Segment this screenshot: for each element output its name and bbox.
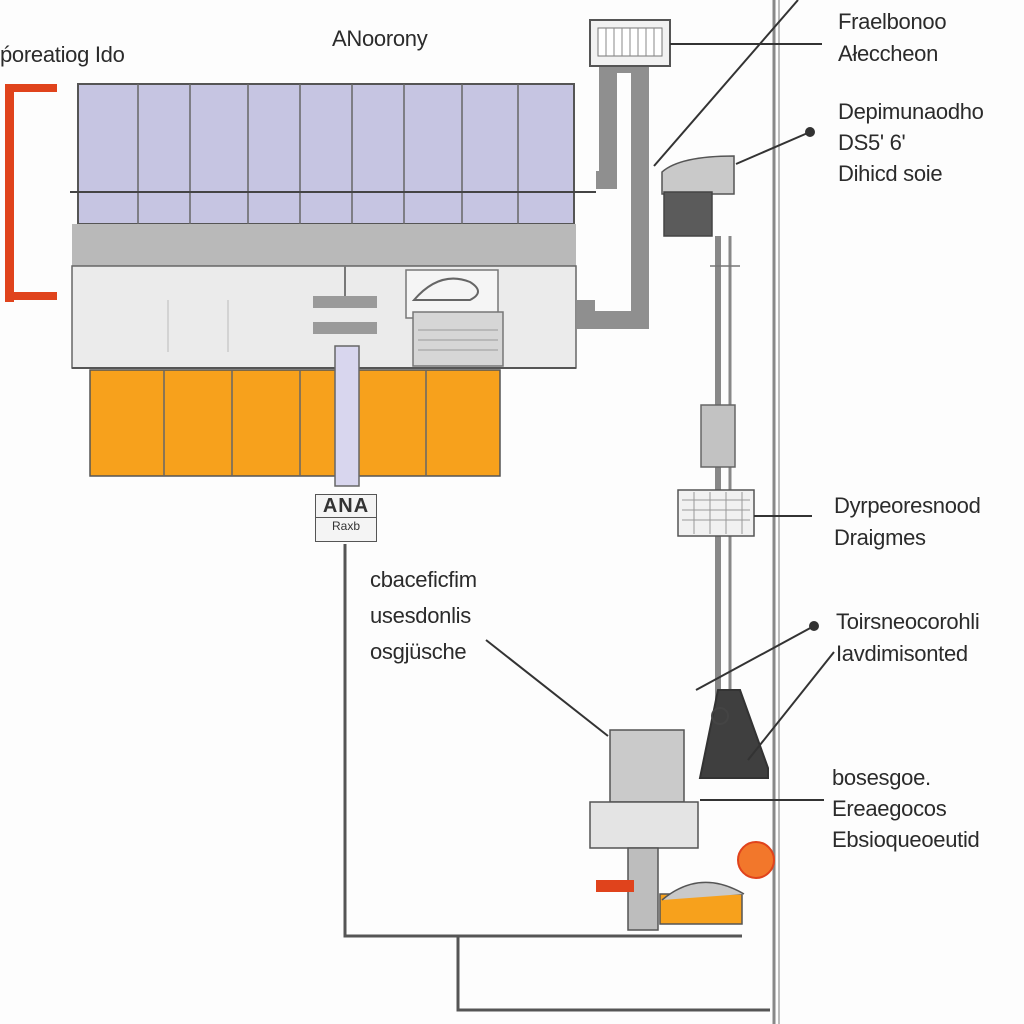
label-bottom-right-line-2: Ereaegocos [832, 796, 947, 821]
main-building [70, 83, 596, 369]
label-center: cbaceficfim usesdonlis osgjüsche [370, 562, 477, 670]
label-center-line-2: usesdonlis [370, 603, 471, 628]
label-upper-right-line-2: DS5' 6' [838, 130, 906, 155]
label-upper-right: Depimunaodho DS5' 6' Dihicd soie [838, 96, 984, 189]
label-bottom-right-line-1: bosesgoe. [832, 765, 931, 790]
piping [343, 0, 780, 1024]
label-bottom-right: bosesgoe. Ereaegocos Ebsioqueoeutid [832, 762, 980, 855]
sign-line-2: Raxb [316, 517, 376, 534]
label-center-line-1: cbaceficfim [370, 567, 477, 592]
label-lower-right-line-1: Toirsneocorohli [836, 609, 980, 634]
equipment-sign: ANA Raxb [315, 494, 377, 542]
label-lower-right: Toirsneocorohli Iavdimisonted [836, 606, 980, 670]
label-top-right: Fraelbonoo Ałeccheon [838, 6, 947, 70]
red-bracket [5, 84, 57, 302]
label-mid-right: Dyrpeoresnood Draigmes [834, 490, 981, 554]
label-upper-right-line-3: Dihicd soie [838, 161, 943, 186]
label-top-right-line-2: Ałeccheon [838, 41, 939, 66]
label-mid-right-line-2: Draigmes [834, 525, 926, 550]
instrument-column [677, 404, 769, 779]
label-top-center: ANoorony [332, 26, 428, 51]
label-mid-right-line-1: Dyrpeoresnood [834, 493, 981, 518]
label-upper-right-line-1: Depimunaodho [838, 99, 984, 124]
label-center-line-3: osgjüsche [370, 639, 467, 664]
sensor-head [661, 155, 735, 237]
orange-tank [89, 345, 501, 487]
label-lower-right-line-2: Iavdimisonted [836, 641, 968, 666]
vent-box [589, 19, 671, 67]
leader-lines [485, 0, 835, 801]
lower-equipment [589, 729, 775, 931]
sign-line-1: ANA [322, 495, 370, 517]
label-bottom-right-line-3: Ebsioqueoeutid [832, 827, 980, 852]
label-top-left: ṕoreatiog Ido [0, 42, 125, 67]
label-top-right-line-1: Fraelbonoo [838, 9, 947, 34]
